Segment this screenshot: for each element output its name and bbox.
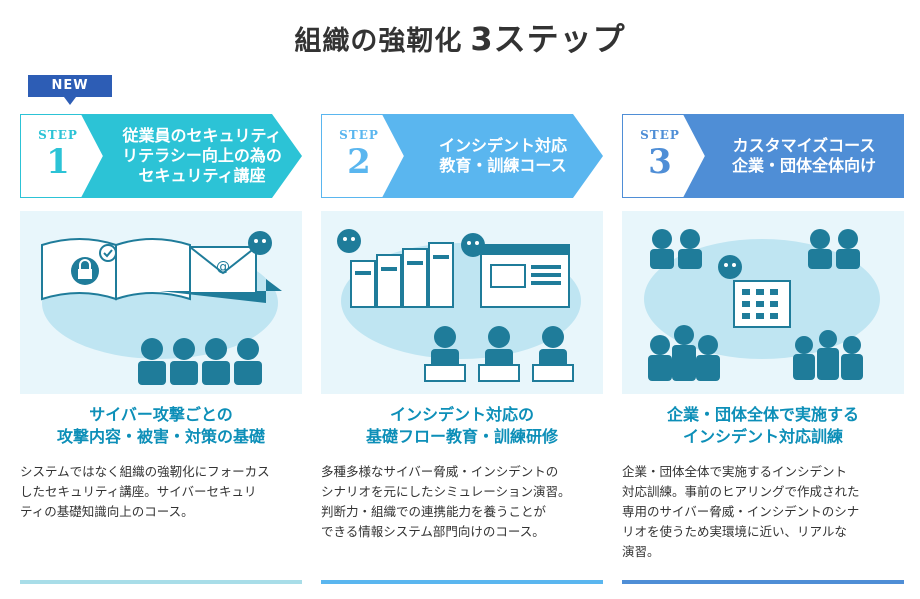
office-building-icon — [718, 255, 791, 328]
book-lock-icon — [41, 238, 191, 301]
step-2-arrow: STEP 2 インシデント対応 教育・訓練コース — [321, 114, 603, 198]
email-virus-icon: @ — [160, 231, 282, 303]
step-1-badge: STEP 1 — [30, 128, 86, 182]
step-3-arrow: STEP 3 カスタマイズコース 企業・団体全体向け — [622, 114, 904, 198]
title-number: 3ステップ — [470, 20, 626, 58]
svg-text:@: @ — [216, 259, 230, 275]
step-1-heading: サイバー攻撃ごとの 攻撃内容・被害・対策の基礎 — [56, 405, 265, 446]
browser-window-icon — [461, 233, 570, 308]
new-badge-label: NEW — [51, 78, 89, 93]
step-1-column: STEP 1 従業員のセキュリティ リテラシー向上の為の セキュリティ講座 — [20, 0, 302, 599]
step-3-column: STEP 3 カスタマイズコース 企業・団体全体向け — [622, 0, 904, 599]
step-number: 1 — [46, 142, 70, 182]
step-2-badge: STEP 2 — [331, 128, 387, 182]
step-word: STEP — [640, 128, 680, 142]
step-word: STEP — [38, 128, 78, 142]
employees-icon — [138, 338, 262, 385]
step-2-heading: インシデント対応の 基礎フロー教育・訓練研修 — [365, 405, 558, 446]
step-3-bottom-bar — [622, 580, 904, 584]
step-1-description: システムではなく組織の強靭化にフォーカス したセキュリティ講座。サイバーセキュリ… — [20, 464, 270, 519]
step-1-illustration: @ — [20, 211, 302, 394]
step-word: STEP — [339, 128, 379, 142]
new-badge: NEW — [28, 75, 112, 105]
step-3-description: 企業・団体全体で実施するインシデント 対応訓練。事前のヒアリングで作成された 専… — [622, 464, 860, 559]
step-2-title: インシデント対応 教育・訓練コース — [438, 136, 567, 175]
servers-icon — [337, 229, 454, 308]
step-2-illustration — [321, 211, 603, 394]
step-1-bottom-bar — [20, 580, 302, 584]
step-2-bottom-bar — [321, 580, 603, 584]
step-1-title: 従業員のセキュリティ リテラシー向上の為の セキュリティ講座 — [122, 126, 282, 185]
step-3-heading: 企業・団体全体で実施する インシデント対応訓練 — [666, 405, 859, 446]
step-3-badge: STEP 3 — [632, 128, 688, 182]
step-number: 2 — [347, 142, 371, 182]
step-3-illustration — [622, 211, 904, 394]
organization-people-icon — [648, 229, 863, 381]
step-2-description: 多種多様なサイバー脅威・インシデントの シナリオを元にしたシミュレーション演習。… — [321, 464, 571, 539]
step-1-arrow: STEP 1 従業員のセキュリティ リテラシー向上の為の セキュリティ講座 — [20, 114, 302, 198]
title-main: 組織の強靭化 — [294, 26, 463, 57]
step-2-column: STEP 2 インシデント対応 教育・訓練コース — [321, 0, 603, 599]
step-3-title: カスタマイズコース 企業・団体全体向け — [731, 136, 876, 175]
step-number: 3 — [648, 142, 672, 182]
staff-laptops-icon — [424, 326, 574, 382]
